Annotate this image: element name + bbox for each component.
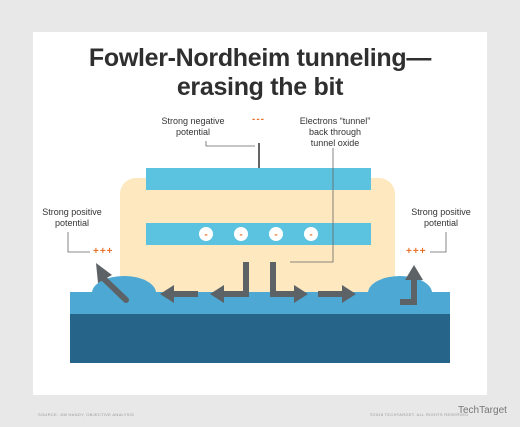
- diagram-title: Fowler-Nordheim tunneling— erasing the b…: [33, 44, 487, 102]
- channel-arrow-left-head: [160, 285, 174, 303]
- channel-arrow-right-head: [342, 285, 356, 303]
- electron-charge-symbol: -: [274, 230, 277, 241]
- substrate-top: [70, 292, 450, 314]
- source-credit: SOURCE: JIM HANDY, OBJECTIVE ANALYSIS: [38, 412, 135, 417]
- electrons-leader-line: [290, 148, 334, 263]
- right-positive-label: Strong positive potential: [411, 207, 471, 228]
- control-gate-layer: [146, 168, 371, 190]
- left-well-arrow: [99, 274, 129, 303]
- title-line-1: Fowler-Nordheim tunneling—: [88, 44, 432, 72]
- substrate-bottom: [70, 305, 450, 363]
- right-well-arrow: [400, 278, 417, 305]
- tunnel-arrow-right-head: [294, 285, 308, 303]
- electron-charge-symbol: -: [239, 230, 242, 241]
- tunnel-arrow-right: [270, 262, 296, 297]
- negative-leader-line: [205, 141, 255, 147]
- electron-charge-symbol: -: [204, 230, 207, 241]
- left-positive-label: Strong positive potential: [42, 207, 102, 228]
- copyright-notice: ©2018 TECHTARGET. ALL RIGHTS RESERVED: [370, 412, 469, 417]
- electron-group: ----: [199, 227, 318, 241]
- tunnel-arrow-left: [222, 262, 249, 297]
- electron: [304, 227, 318, 241]
- right-positive-sign: +++: [406, 246, 427, 257]
- electron-charge-symbol: -: [309, 230, 312, 241]
- negative-sign: ---: [252, 114, 265, 125]
- right-positive-leader-line: [430, 232, 447, 253]
- electron: [199, 227, 213, 241]
- left-positive-sign: +++: [93, 246, 114, 257]
- floating-gate-layer: [146, 223, 371, 245]
- left-positive-leader-line: [67, 232, 90, 253]
- tunnel-arrow-left-head: [210, 285, 224, 303]
- electron: [269, 227, 283, 241]
- electrons-tunnel-label: Electrons “tunnel” back through tunnel o…: [299, 116, 371, 148]
- techtarget-logo: TechTarget: [458, 405, 507, 416]
- right-well-arrow-head: [405, 265, 423, 280]
- negative-potential-label: Strong negative potential: [161, 116, 225, 137]
- source-well: [92, 276, 156, 310]
- electron: [234, 227, 248, 241]
- left-well-arrow-head: [96, 263, 112, 283]
- title-line-2: erasing the bit: [176, 73, 344, 101]
